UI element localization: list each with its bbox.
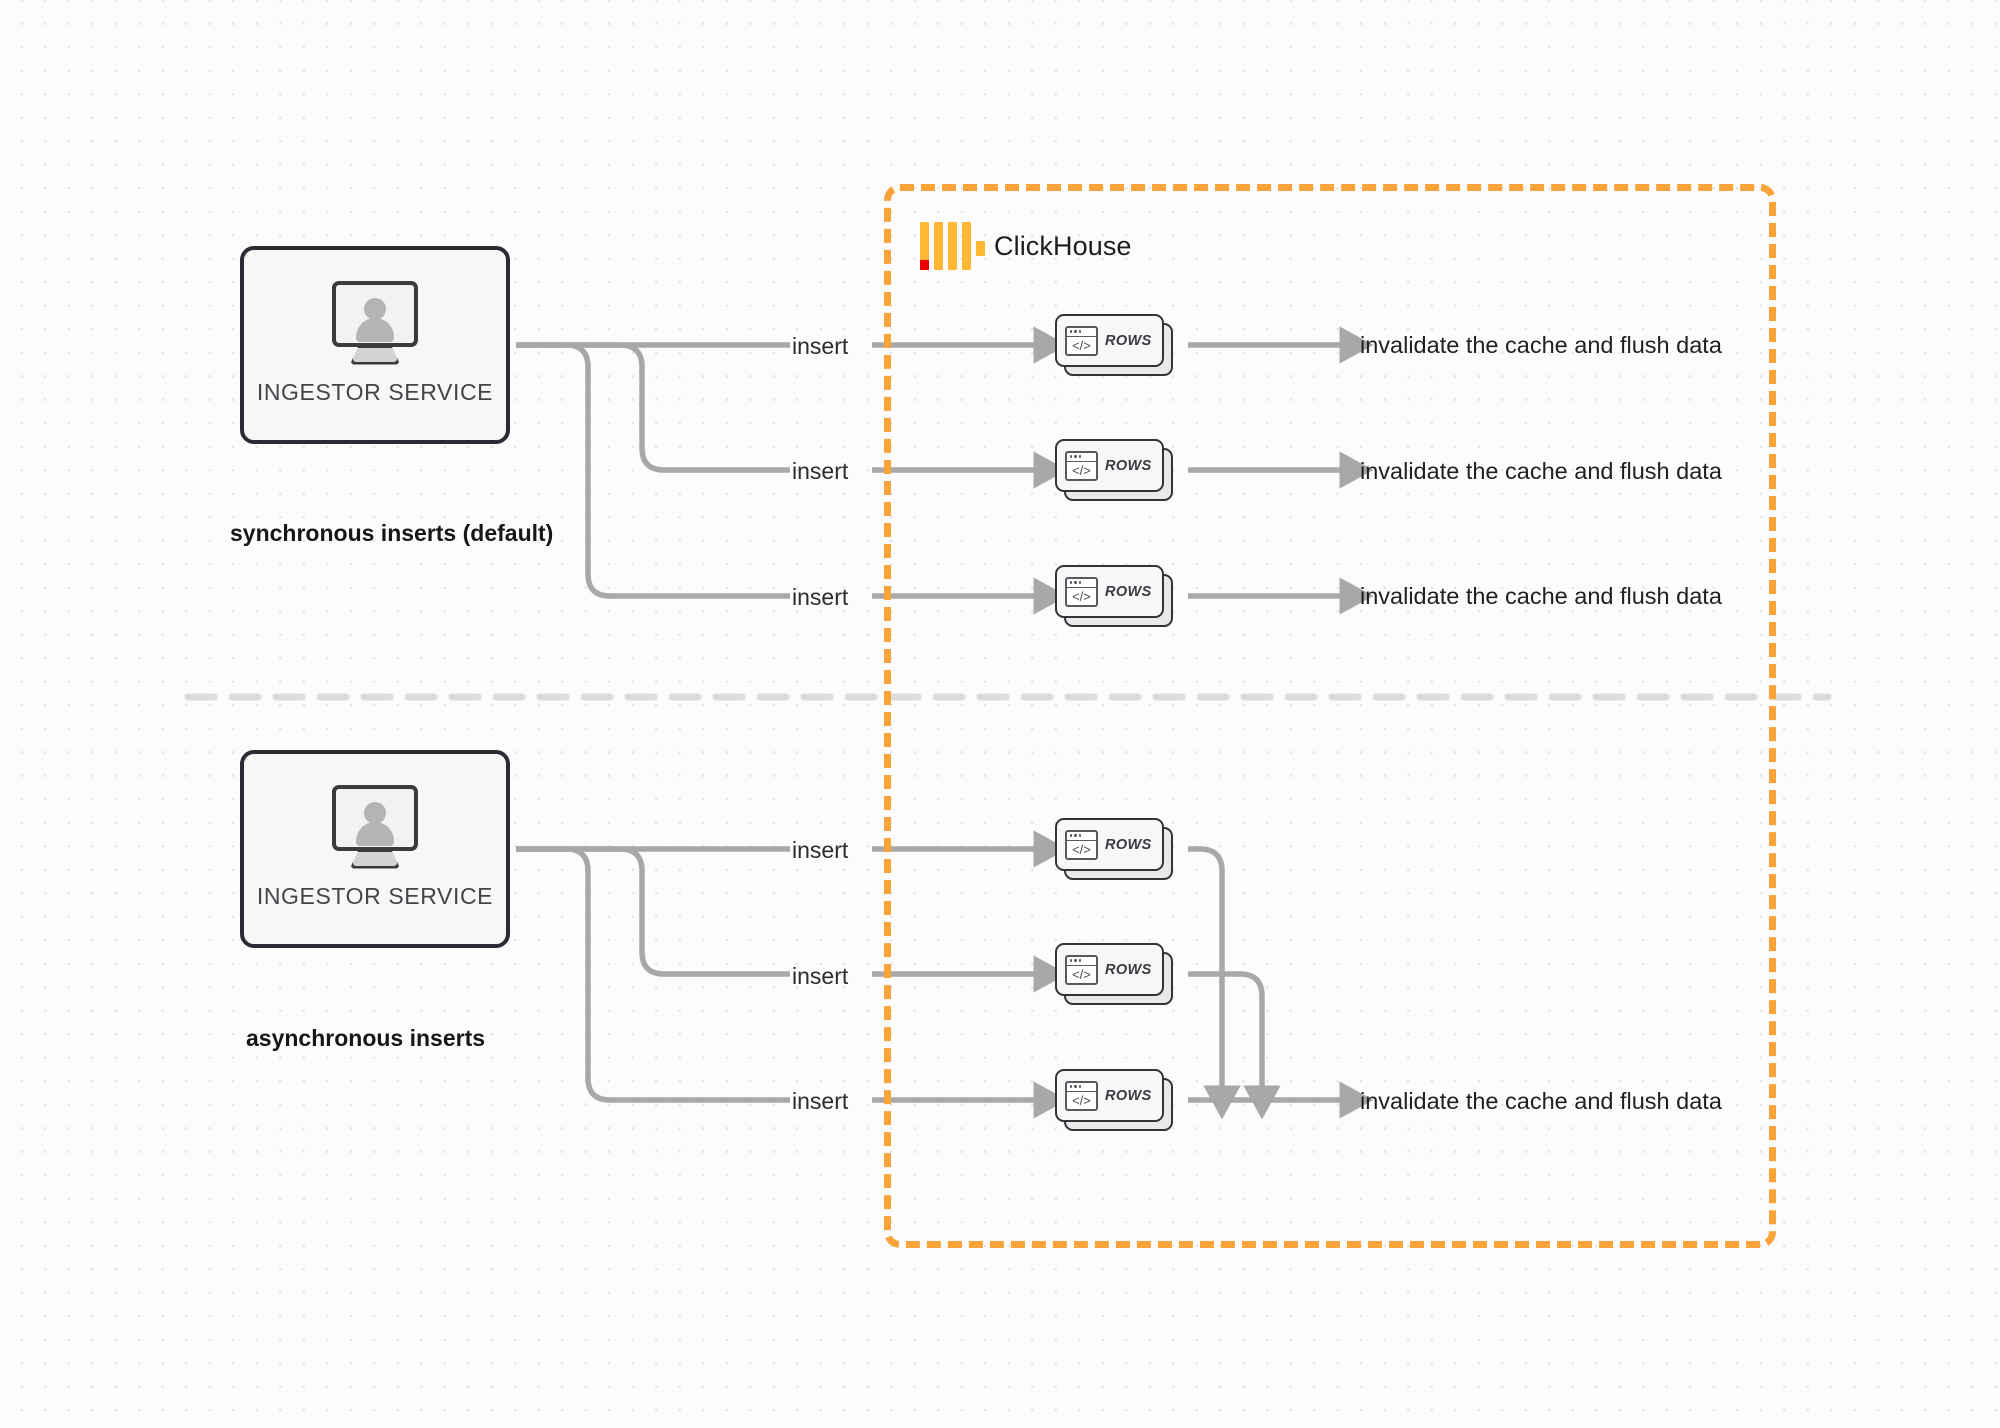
output-label-sync-2: invalidate the cache and flush data <box>1360 458 1722 484</box>
code-window-icon: </> <box>1065 954 1098 985</box>
output-label-sync-3: invalidate the cache and flush data <box>1360 583 1722 609</box>
output-label-async-merged: invalidate the cache and flush data <box>1360 1088 1722 1114</box>
edge-label-insert-async-1: insert <box>792 837 849 863</box>
rows-node-label: ROWS <box>1105 583 1152 600</box>
rows-node-async-2[interactable]: </> ROWS <box>1055 943 1173 1005</box>
rows-node-sync-1[interactable]: </> ROWS <box>1055 314 1173 376</box>
edge-label-insert-async-2: insert <box>792 963 849 989</box>
mode-label-asynchronous: asynchronous inserts <box>246 1025 486 1051</box>
code-window-icon: </> <box>1065 829 1098 860</box>
edge-label-insert-async-3: insert <box>792 1088 849 1114</box>
rows-node-label: ROWS <box>1105 836 1152 853</box>
edge-label-insert-sync-2: insert <box>792 458 849 484</box>
ingestor-service-caption: INGESTOR SERVICE <box>256 378 494 405</box>
ingestor-service-node-sync[interactable]: INGESTOR SERVICE <box>240 246 510 444</box>
rows-node-label: ROWS <box>1105 332 1152 349</box>
ingestor-service-caption: INGESTOR SERVICE <box>256 882 494 909</box>
clickhouse-boundary <box>884 184 1776 1248</box>
rows-node-sync-3[interactable]: </> ROWS <box>1055 565 1173 627</box>
edge-label-insert-sync-1: insert <box>792 333 849 359</box>
output-label-sync-1: invalidate the cache and flush data <box>1360 332 1722 358</box>
monitor-user-icon <box>327 280 423 365</box>
monitor-user-icon <box>327 784 423 869</box>
code-window-icon: </> <box>1065 325 1098 356</box>
rows-node-async-3[interactable]: </> ROWS <box>1055 1069 1173 1131</box>
rows-node-sync-2[interactable]: </> ROWS <box>1055 439 1173 501</box>
clickhouse-logo-icon <box>920 222 985 270</box>
rows-node-async-1[interactable]: </> ROWS <box>1055 818 1173 880</box>
ingestor-service-node-async[interactable]: INGESTOR SERVICE <box>240 750 510 948</box>
code-window-icon: </> <box>1065 450 1098 481</box>
clickhouse-brand: ClickHouse <box>920 222 1132 270</box>
mode-label-synchronous: synchronous inserts (default) <box>230 520 554 546</box>
rows-node-label: ROWS <box>1105 457 1152 474</box>
rows-node-label: ROWS <box>1105 961 1152 978</box>
code-window-icon: </> <box>1065 576 1098 607</box>
rows-node-label: ROWS <box>1105 1087 1152 1104</box>
clickhouse-label: ClickHouse <box>994 230 1132 261</box>
edge-label-insert-sync-3: insert <box>792 584 849 610</box>
code-window-icon: </> <box>1065 1080 1098 1111</box>
